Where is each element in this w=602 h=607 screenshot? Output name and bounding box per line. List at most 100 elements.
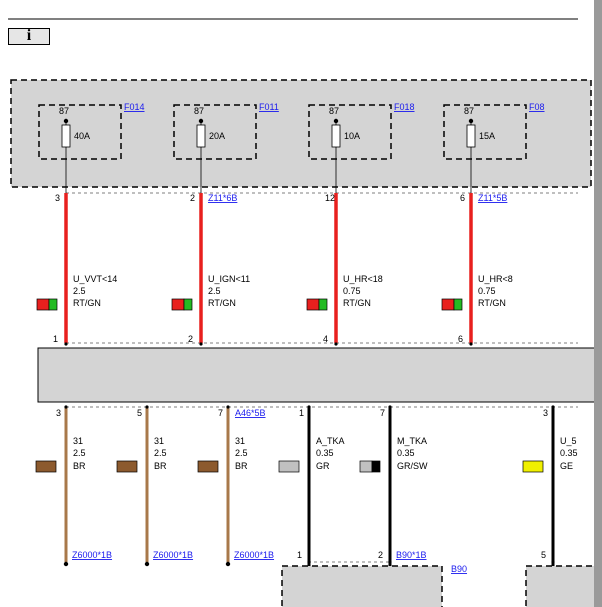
wire-color-chip <box>35 460 57 473</box>
bottom-pin-number: 5 <box>541 550 546 560</box>
wire-color-code: RT/GN <box>343 298 371 308</box>
wire-gauge: 0.35 <box>316 448 334 458</box>
bottom-ref-link[interactable]: Z6000*1B <box>234 550 274 560</box>
wire-terminal-dot <box>551 405 555 409</box>
wire-color-chip <box>522 460 544 473</box>
wire-gauge: 0.35 <box>560 448 578 458</box>
bottom-pin-number: 6 <box>458 334 463 344</box>
top-pin-number: 7 <box>380 408 385 418</box>
vertical-scrollbar[interactable] <box>594 0 602 607</box>
fuse-pin-label: 87 <box>329 106 339 116</box>
fuse-id-link[interactable]: F018 <box>394 102 415 112</box>
fuse-element <box>466 124 476 148</box>
wire-color-chip-green <box>453 298 463 311</box>
wire-terminal-dot <box>551 560 555 564</box>
top-pin-number: 3 <box>55 193 60 203</box>
wire-color-chip-red <box>36 298 50 311</box>
ground-dot <box>63 561 69 567</box>
bottom-ref-link[interactable]: Z6000*1B <box>153 550 193 560</box>
fuse-pin-label: 87 <box>59 106 69 116</box>
wire-color-chip-green <box>48 298 58 311</box>
fuse-frame <box>173 104 257 160</box>
top-pin-number: 7 <box>218 408 223 418</box>
wire-color-code: BR <box>154 461 167 471</box>
wire-gauge: 2.5 <box>154 448 167 458</box>
top-pin-number: 3 <box>543 408 548 418</box>
fuse-id-link[interactable]: F08 <box>529 102 545 112</box>
wire-signal-name: 31 <box>154 436 164 446</box>
fuse-rating: 20A <box>209 131 225 141</box>
component-b90-label[interactable]: B90 <box>451 564 467 574</box>
wire-color-code: RT/GN <box>73 298 101 308</box>
top-pin-number: 1 <box>299 408 304 418</box>
wire-gauge: 2.5 <box>235 448 248 458</box>
fuse-id-link[interactable]: F011 <box>259 102 279 112</box>
wire-terminal-dot <box>199 342 203 346</box>
wire-signal-name: U_IGN<11 <box>208 274 250 284</box>
fuse-rating: 15A <box>479 131 495 141</box>
wire-color-chip-red <box>441 298 455 311</box>
fuse-pin-label: 87 <box>464 106 474 116</box>
fuse-frame <box>443 104 527 160</box>
bottom-pin-number: 4 <box>323 334 328 344</box>
wire-signal-name: U_VVT<14 <box>73 274 117 284</box>
fuse-box-panel <box>10 79 592 188</box>
wire-color-code: GE <box>560 461 573 471</box>
info-button[interactable]: i <box>8 28 50 45</box>
wire-color-chip <box>116 460 138 473</box>
wire-gauge: 0.35 <box>397 448 415 458</box>
wire-terminal-dot <box>469 342 473 346</box>
wire-signal-name: M_TKA <box>397 436 427 446</box>
wire-terminal-dot <box>226 405 230 409</box>
wire-terminal-dot <box>64 342 68 346</box>
wire-terminal-dot <box>307 560 311 564</box>
top-ref-link[interactable]: Z11*5B <box>478 193 507 203</box>
wire-terminal-dot <box>64 405 68 409</box>
wire-gauge: 2.5 <box>73 286 86 296</box>
top-pin-number: 12 <box>325 193 335 203</box>
component-right <box>525 565 602 607</box>
bottom-pin-number: 2 <box>378 550 383 560</box>
wire-terminal-dot <box>334 342 338 346</box>
fuse-frame <box>308 104 392 160</box>
ground-dot <box>225 561 231 567</box>
top-pin-number: 5 <box>137 408 142 418</box>
wire-terminal-dot <box>307 405 311 409</box>
wire-terminal-dot <box>388 405 392 409</box>
component-b90 <box>281 565 443 607</box>
wire-gauge: 2.5 <box>208 286 221 296</box>
wire-color-chip-red <box>306 298 320 311</box>
bottom-ref-link[interactable]: B90*1B <box>396 550 427 560</box>
wire-color-chip <box>371 460 381 473</box>
fuse-element <box>61 124 71 148</box>
wire-color-chip-green <box>318 298 328 311</box>
top-pin-number: 3 <box>56 408 61 418</box>
wire-gauge: 2.5 <box>73 448 86 458</box>
fuse-element <box>331 124 341 148</box>
wire-gauge: 0.75 <box>343 286 361 296</box>
wire-signal-name: U_5 <box>560 436 577 446</box>
top-ref-link[interactable]: A46*5B <box>235 408 266 418</box>
wire-signal-name: U_HR<8 <box>478 274 513 284</box>
wire-color-chip <box>197 460 219 473</box>
fuse-rating: 10A <box>344 131 360 141</box>
fuse-id-link[interactable]: F014 <box>124 102 145 112</box>
bottom-pin-number: 2 <box>188 334 193 344</box>
bottom-ref-link[interactable]: Z6000*1B <box>72 550 112 560</box>
wire-color-code: BR <box>235 461 248 471</box>
wire-terminal-dot <box>388 560 392 564</box>
upper-wire-layer: 3U_VVT<14 2.5RT/GN 12 Z11*6B U_IGN<11 2.5RT/G… <box>36 193 513 346</box>
wire-color-chip-green <box>183 298 193 311</box>
wire-color-chip <box>278 460 300 473</box>
wire-color-code: RT/GN <box>208 298 236 308</box>
wire-signal-name: 31 <box>73 436 83 446</box>
wire-gauge: 0.75 <box>478 286 496 296</box>
wire-color-code: BR <box>73 461 86 471</box>
bottom-pin-number: 1 <box>297 550 302 560</box>
wire-signal-name: A_TKA <box>316 436 345 446</box>
top-ref-link[interactable]: Z11*6B <box>208 193 237 203</box>
wire-color-code: RT/GN <box>478 298 506 308</box>
wire-signal-name: 31 <box>235 436 245 446</box>
